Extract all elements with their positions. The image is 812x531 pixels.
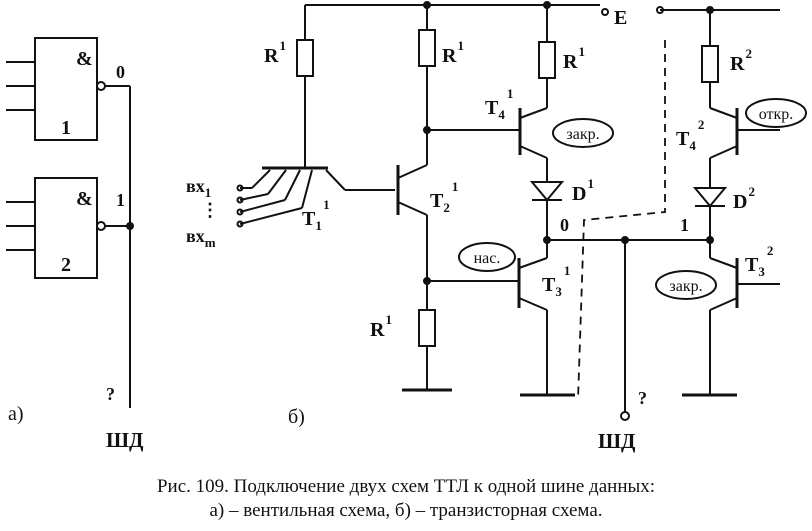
state-t4-2: откр.	[759, 106, 794, 123]
dashed-separator	[577, 40, 666, 401]
supply-terminal	[601, 8, 609, 16]
resistor-r2	[418, 29, 436, 67]
input-dots: ⋮	[201, 200, 219, 220]
label-d1: D1	[572, 176, 594, 205]
resistor-r3	[418, 309, 436, 347]
bus-label-a: ШД	[106, 428, 144, 452]
diode-d1	[529, 181, 565, 202]
state-ellipse-t3-1	[458, 242, 516, 272]
figure-caption-line-2: а) – вентильная схема, б) – транзисторна…	[209, 500, 603, 521]
figure-caption-line-1: Рис. 109. Подключение двух схем ТТЛ к од…	[156, 476, 656, 497]
output-level-0: 0	[560, 215, 569, 235]
resistor-r1	[296, 39, 314, 77]
panel-b-circuit	[236, 1, 780, 421]
bus-question-b: ?	[638, 388, 647, 408]
gate-2-number: 2	[61, 254, 71, 276]
supply-terminal-right	[656, 6, 664, 14]
state-t3-1: нас.	[474, 250, 501, 267]
gate-1-inverter-bubble	[96, 81, 106, 91]
gate-1-number: 1	[61, 117, 71, 139]
label-r4-2: R2	[730, 46, 752, 75]
resistor-r4-1	[538, 41, 556, 79]
resistor-r4-2	[701, 45, 719, 83]
input-label-last: вхm	[186, 226, 216, 250]
output-level-1: 1	[680, 215, 689, 235]
panel-a-circuit	[6, 37, 134, 408]
gate-2-inverter-bubble	[96, 221, 106, 231]
label-t1: T11	[302, 197, 330, 233]
panel-label-a: а)	[8, 403, 24, 425]
panel-label-b: б)	[288, 406, 305, 428]
input-label-first: вх1	[186, 176, 211, 200]
state-ellipse-t4-2	[745, 98, 807, 128]
label-supply-e: E	[614, 7, 627, 29]
label-r2: R1	[442, 38, 464, 67]
gate-1-symbol: &	[76, 48, 93, 70]
bus-label-b: ШД	[598, 429, 636, 453]
label-t3-2: T32	[745, 243, 773, 279]
label-t4-2: T42	[676, 117, 704, 153]
gate-1-output: 0	[116, 62, 125, 82]
state-t3-2: закр.	[669, 278, 702, 295]
label-d2: D2	[733, 184, 755, 213]
gate-2-symbol: &	[76, 188, 93, 210]
label-t2: T21	[430, 179, 458, 215]
state-ellipse-t4-1	[552, 118, 614, 148]
bus-question-a: ?	[106, 384, 115, 404]
diode-d2	[692, 187, 728, 208]
label-t4-1: T41	[485, 86, 513, 122]
label-r3: R1	[370, 312, 392, 341]
state-ellipse-t3-2	[655, 270, 717, 300]
label-r4-1: R1	[563, 44, 585, 73]
state-t4-1: закр.	[566, 126, 599, 143]
gate-2-output: 1	[116, 190, 125, 210]
label-t3-1: T31	[542, 263, 570, 299]
label-r1: R1	[264, 38, 286, 67]
bus-junction-a	[126, 222, 134, 230]
bus-terminal-b	[620, 411, 630, 421]
